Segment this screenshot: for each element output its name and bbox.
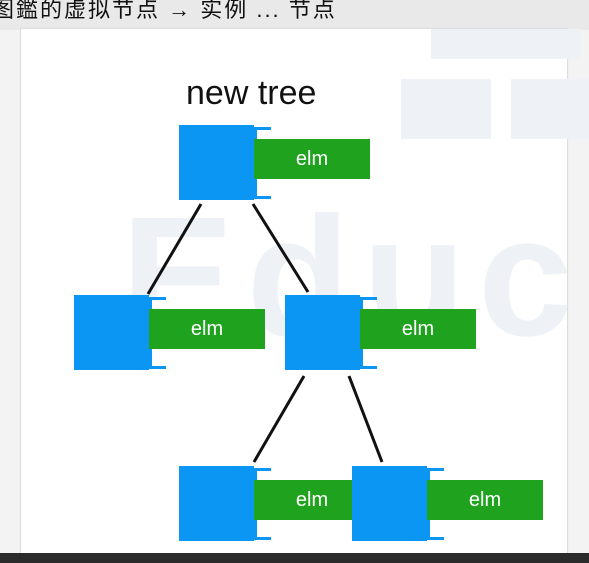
elm-label: elm — [254, 139, 370, 179]
edge-right-rightleft — [252, 375, 306, 463]
bottom-bar — [0, 553, 589, 563]
edge-root-right — [251, 203, 310, 293]
edge-root-left — [146, 203, 203, 295]
vnode-block — [285, 295, 360, 370]
top-caption-text: 图鑑的虚拟节点 → 实例 ... 节点 — [0, 0, 337, 22]
vnode-block — [352, 466, 427, 541]
top-caption-strip: 图鑑的虚拟节点 → 实例 ... 节点 — [0, 0, 589, 30]
tree-node-right: elm — [285, 295, 485, 375]
edge-right-rightright — [347, 375, 384, 463]
vnode-block — [179, 125, 254, 200]
vnode-block — [179, 466, 254, 541]
elm-label: elm — [360, 309, 476, 349]
tree-edges — [146, 203, 384, 463]
diagram-panel: Educ new tree elm elm elm elm elm — [20, 28, 589, 558]
elm-label: elm — [427, 480, 543, 520]
diagram-title: new tree — [186, 74, 317, 112]
elm-label: elm — [149, 309, 265, 349]
tree-node-root: elm — [179, 125, 379, 205]
tree-node-right-left: elm — [179, 466, 379, 546]
elm-label: elm — [254, 480, 370, 520]
tree-node-right-right: elm — [352, 466, 552, 546]
vnode-block — [74, 295, 149, 370]
tree-node-left: elm — [74, 295, 274, 375]
